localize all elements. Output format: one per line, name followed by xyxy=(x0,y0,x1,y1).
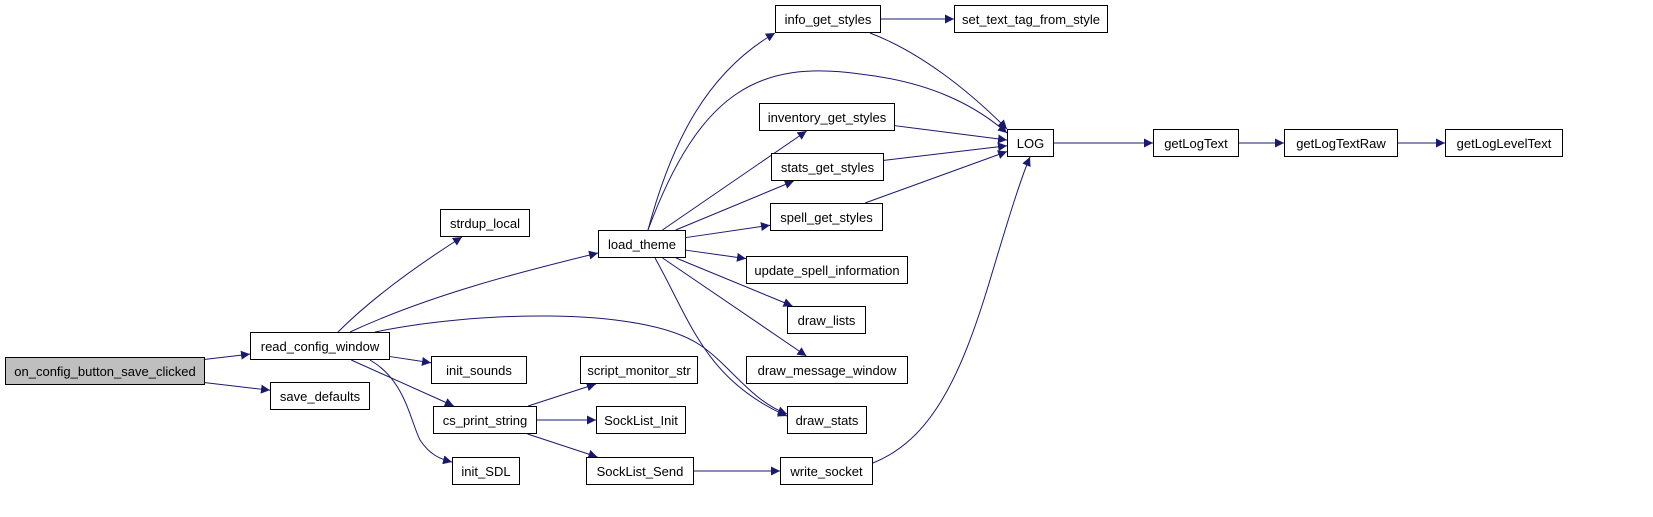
node-init_sounds[interactable]: init_sounds xyxy=(431,356,527,384)
edges xyxy=(204,14,1445,476)
node-update_spell_information[interactable]: update_spell_information xyxy=(746,256,908,284)
edge-load_theme-to-update_spell_information xyxy=(685,249,747,262)
node-on_config_button_save_clicked[interactable]: on_config_button_save_clicked xyxy=(5,357,205,385)
edge-cs_print_string-to-script_monitor_str xyxy=(527,382,597,407)
edge-load_theme-to-LOG xyxy=(647,70,1008,231)
edge-load_theme-to-draw_lists xyxy=(675,257,793,307)
edge-load_theme-to-stats_get_styles xyxy=(675,180,794,231)
node-info_get_styles[interactable]: info_get_styles xyxy=(775,5,881,33)
edge-spell_get_styles-to-LOG xyxy=(864,150,1008,204)
edge-load_theme-to-inventory_get_styles xyxy=(662,130,807,231)
edge-on_config_button_save_clicked-to-save_defaults xyxy=(204,382,271,394)
node-init_SDL[interactable]: init_SDL xyxy=(452,457,520,485)
edge-load_theme-to-draw_message_window xyxy=(662,257,807,357)
node-LOG[interactable]: LOG xyxy=(1007,129,1054,157)
edge-inventory_get_styles-to-LOG xyxy=(894,125,1008,144)
edge-load_theme-to-draw_stats xyxy=(654,257,788,417)
node-getLogText[interactable]: getLogText xyxy=(1153,129,1239,157)
edge-load_theme-to-info_get_styles xyxy=(647,32,776,231)
node-load_theme[interactable]: load_theme xyxy=(598,230,686,258)
node-inventory_get_styles[interactable]: inventory_get_styles xyxy=(759,103,895,131)
node-set_text_tag_from_style[interactable]: set_text_tag_from_style xyxy=(954,5,1108,33)
node-draw_stats[interactable]: draw_stats xyxy=(787,406,867,434)
edge-on_config_button_save_clicked-to-read_config_window xyxy=(204,350,251,360)
node-strdup_local[interactable]: strdup_local xyxy=(440,209,530,237)
node-write_socket[interactable]: write_socket xyxy=(780,457,873,485)
node-getLogLevelText[interactable]: getLogLevelText xyxy=(1445,129,1563,157)
node-draw_lists[interactable]: draw_lists xyxy=(787,306,866,334)
edge-read_config_window-to-strdup_local xyxy=(337,236,463,333)
node-stats_get_styles[interactable]: stats_get_styles xyxy=(771,153,884,181)
node-SockList_Send[interactable]: SockList_Send xyxy=(586,457,694,485)
node-draw_message_window[interactable]: draw_message_window xyxy=(746,356,908,384)
edge-read_config_window-to-cs_print_string xyxy=(351,359,454,407)
node-save_defaults[interactable]: save_defaults xyxy=(270,382,370,410)
edge-info_get_styles-to-LOG xyxy=(869,32,1008,130)
node-read_config_window[interactable]: read_config_window xyxy=(250,332,390,360)
edge-stats_get_styles-to-LOG xyxy=(883,142,1008,161)
node-spell_get_styles[interactable]: spell_get_styles xyxy=(770,203,883,231)
edge-write_socket-to-LOG xyxy=(872,156,1031,464)
edge-cs_print_string-to-SockList_Send xyxy=(527,433,598,459)
node-SockList_Init[interactable]: SockList_Init xyxy=(596,406,686,434)
edge-load_theme-to-spell_get_styles xyxy=(685,222,771,239)
node-getLogTextRaw[interactable]: getLogTextRaw xyxy=(1284,129,1398,157)
edge-read_config_window-to-init_SDL xyxy=(369,359,453,465)
edge-read_config_window-to-draw_stats xyxy=(374,315,788,416)
node-script_monitor_str[interactable]: script_monitor_str xyxy=(580,356,698,384)
edge-read_config_window-to-init_sounds xyxy=(389,356,432,366)
edge-read_config_window-to-load_theme xyxy=(349,250,599,333)
node-cs_print_string[interactable]: cs_print_string xyxy=(433,406,537,434)
